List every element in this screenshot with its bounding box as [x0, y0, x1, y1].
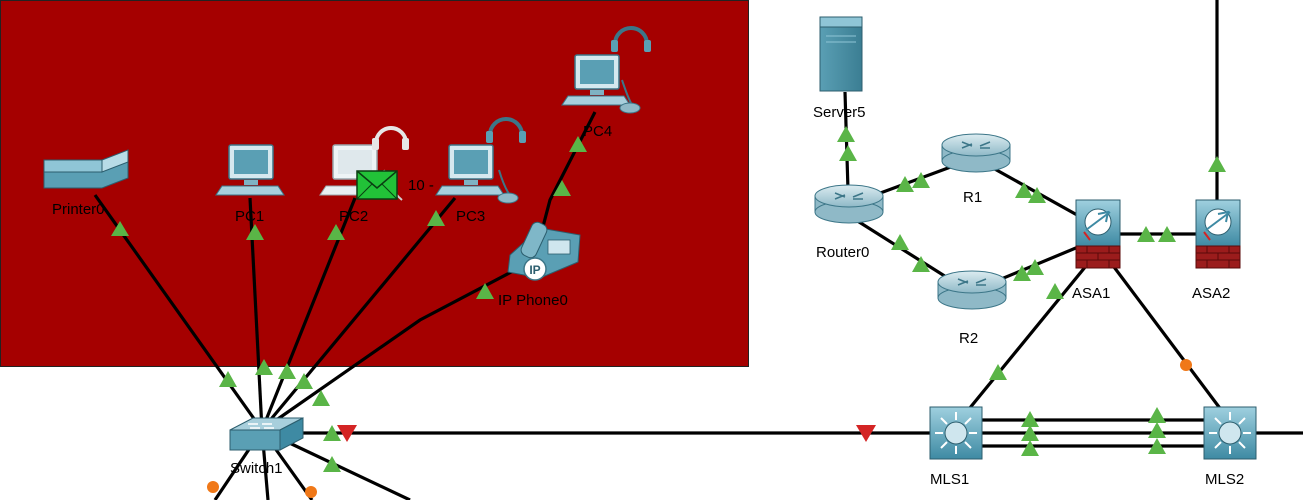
- device-ipphone0[interactable]: IP IP Phone0: [498, 220, 581, 309]
- device-router0[interactable]: Router0: [814, 184, 884, 261]
- link-asa1-mls1[interactable]: [958, 253, 1097, 422]
- link-up-indicator: [1026, 259, 1044, 275]
- device-label: Printer0: [52, 201, 105, 218]
- link-up-indicator: [312, 390, 330, 406]
- pc-headset-icon: [435, 117, 526, 204]
- device-label: ASA1: [1072, 285, 1110, 302]
- link-up-indicator: [839, 145, 857, 161]
- device-pc3[interactable]: PC3: [435, 117, 526, 225]
- device-asa2[interactable]: ASA2: [1192, 199, 1241, 302]
- link-up-indicator: [553, 180, 571, 196]
- multilayer-switch-icon: [1203, 406, 1257, 460]
- link-up-indicator: [255, 359, 273, 375]
- link-status-amber-markers: [207, 359, 1192, 498]
- device-pc4[interactable]: PC4: [561, 26, 651, 140]
- device-label: PC4: [583, 123, 612, 140]
- link-up-indicator: [295, 373, 313, 389]
- printer-icon: [43, 149, 129, 189]
- switch-icon: [229, 417, 304, 451]
- device-label: ASA2: [1192, 285, 1230, 302]
- device-mls2[interactable]: MLS2: [1203, 406, 1257, 488]
- link-up-indicator: [1015, 182, 1033, 198]
- device-label: PC3: [456, 208, 485, 225]
- device-printer0[interactable]: Printer0: [43, 149, 129, 218]
- link-up-indicator: [891, 234, 909, 250]
- link-up-indicator: [246, 224, 264, 240]
- link-up-indicator: [1208, 156, 1226, 172]
- firewall-icon: [1075, 199, 1121, 269]
- pdu-label: 10 -: [408, 177, 434, 194]
- router-icon: [941, 133, 1011, 173]
- device-label: PC2: [339, 208, 368, 225]
- multilayer-switch-icon: [929, 406, 983, 460]
- link-down-indicator: [337, 425, 357, 442]
- link-up-indicator: [1148, 407, 1166, 423]
- firewall-icon: [1195, 199, 1241, 269]
- pc-icon: [215, 144, 285, 196]
- router-icon: [814, 184, 884, 224]
- device-label: MLS1: [930, 471, 969, 488]
- link-up-indicator: [1028, 187, 1046, 203]
- link-up-indicator: [323, 425, 341, 441]
- device-label: R2: [959, 330, 978, 347]
- link-amber-indicator: [305, 486, 317, 498]
- link-up-indicator: [323, 456, 341, 472]
- device-switch1[interactable]: Switch1: [229, 417, 304, 477]
- router-icon: [937, 270, 1007, 310]
- device-label: Router0: [816, 244, 869, 261]
- device-pc2[interactable]: 10 - PC2: [319, 126, 434, 225]
- link-up-indicator: [837, 126, 855, 142]
- link-amber-indicator: [207, 481, 219, 493]
- device-label: Server5: [813, 104, 866, 121]
- link-up-indicator: [219, 371, 237, 387]
- device-label: MLS2: [1205, 471, 1244, 488]
- link-up-indicator: [1021, 425, 1039, 441]
- server-icon: [819, 16, 863, 92]
- link-status-up-markers: [111, 126, 1226, 472]
- pdu-envelope[interactable]: 10 -: [356, 170, 434, 200]
- pc-headset-icon: [561, 26, 651, 114]
- device-mls1[interactable]: MLS1: [929, 406, 983, 488]
- link-up-indicator: [327, 224, 345, 240]
- link-up-indicator: [1021, 440, 1039, 456]
- envelope-icon: [356, 170, 398, 200]
- ip-badge-text: IP: [529, 263, 540, 277]
- device-label: Switch1: [230, 460, 283, 477]
- link-down-indicator: [856, 425, 876, 442]
- link-up-indicator: [1148, 422, 1166, 438]
- link-up-indicator: [1021, 411, 1039, 427]
- link-up-indicator: [427, 210, 445, 226]
- link-up-indicator: [569, 136, 587, 152]
- link-up-indicator: [896, 176, 914, 192]
- device-label: R1: [963, 189, 982, 206]
- link-switch1-pc3[interactable]: [260, 196, 457, 432]
- link-up-indicator: [1046, 283, 1064, 299]
- device-label: PC1: [235, 208, 264, 225]
- link-asa1-mls2[interactable]: [1103, 254, 1227, 416]
- link-up-indicator: [1148, 438, 1166, 454]
- device-r2[interactable]: R2: [937, 270, 1007, 347]
- link-up-indicator: [476, 283, 494, 299]
- device-pc1[interactable]: PC1: [215, 144, 285, 225]
- link-amber-indicator: [1180, 359, 1192, 371]
- link-up-indicator: [912, 256, 930, 272]
- link-up-indicator: [1013, 265, 1031, 281]
- device-asa1[interactable]: ASA1: [1072, 199, 1121, 302]
- device-r1[interactable]: R1: [941, 133, 1011, 206]
- ip-badge-icon: IP: [523, 257, 547, 281]
- device-label: IP Phone0: [498, 292, 568, 309]
- device-server5[interactable]: Server5: [813, 16, 866, 121]
- link-up-indicator: [278, 363, 296, 379]
- link-up-indicator: [989, 364, 1007, 380]
- link-up-indicator: [1137, 226, 1155, 242]
- link-up-indicator: [111, 221, 129, 236]
- link-up-indicator: [912, 172, 930, 188]
- link-status-down-markers: [337, 425, 876, 442]
- link-up-indicator: [1158, 226, 1176, 242]
